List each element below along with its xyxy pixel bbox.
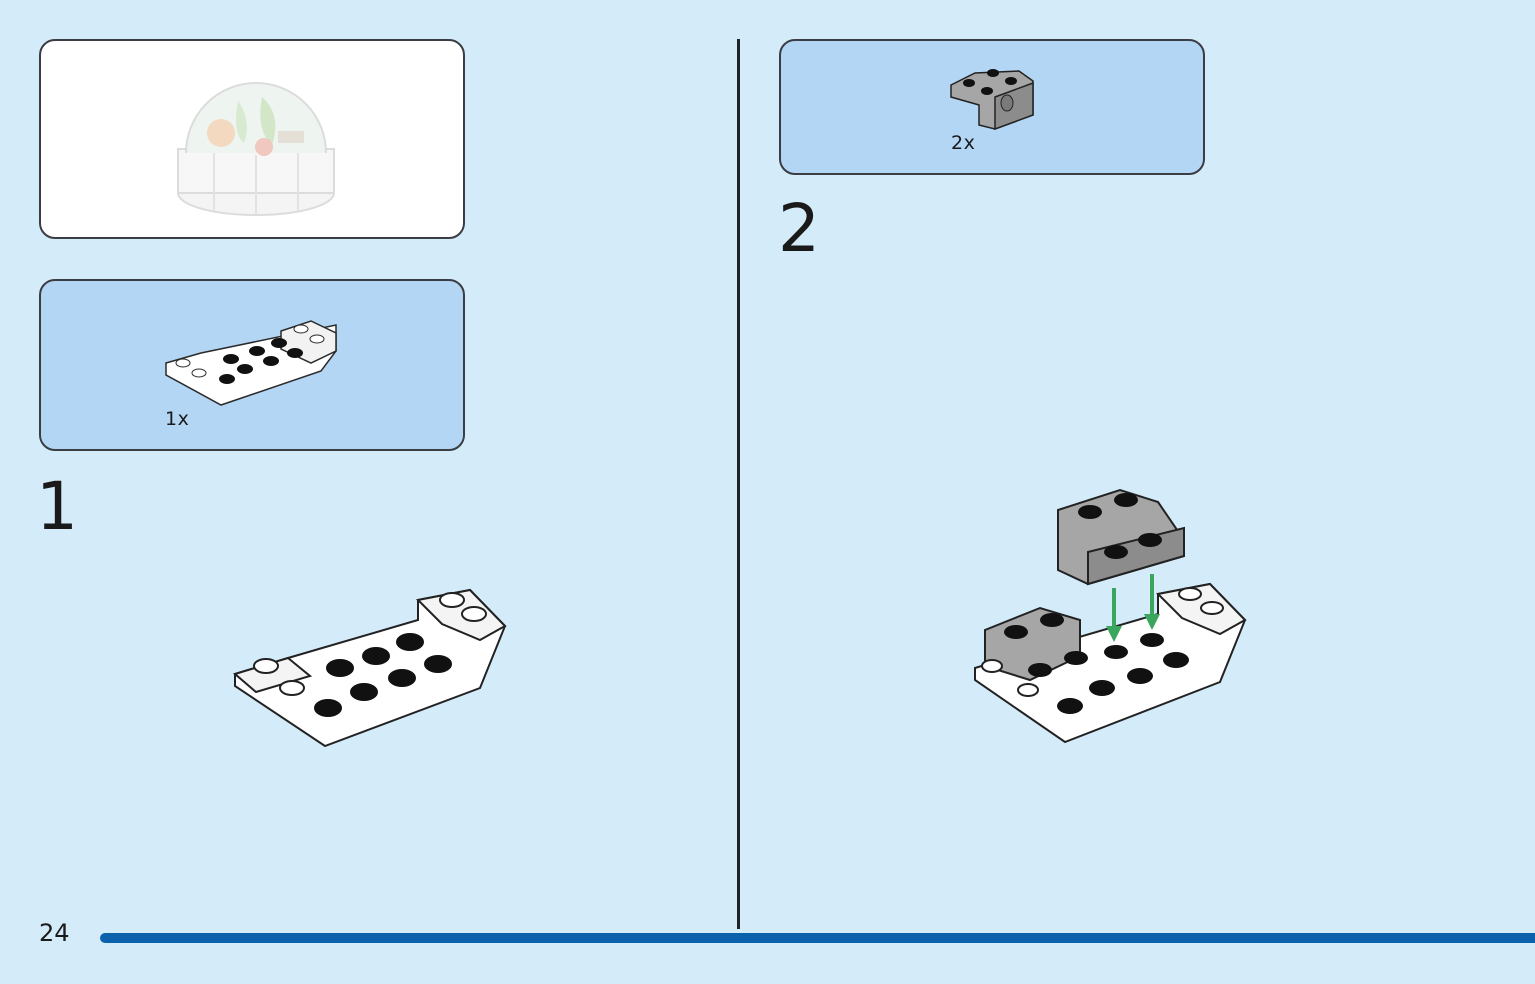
parts-callout-step-1: 1x <box>39 279 465 451</box>
placement-arrow <box>1106 574 1160 642</box>
step-number: 2 <box>778 190 820 267</box>
step-1-assembly-image <box>232 588 507 748</box>
part-quantity: 1x <box>165 408 190 430</box>
page-divider <box>737 39 740 929</box>
white-slope-plate-part-icon <box>165 320 337 406</box>
model-preview-panel <box>39 39 465 239</box>
part-quantity: 2x <box>951 132 976 154</box>
page-number: 24 <box>39 919 70 947</box>
gray-bracket-brick-part-icon <box>950 69 1034 131</box>
step-number: 1 <box>36 468 78 545</box>
step-2-assembly-image <box>974 488 1247 744</box>
footer-bar <box>100 933 1535 943</box>
parts-callout-step-2: 2x <box>779 39 1205 175</box>
snow-globe-preview-image <box>177 82 335 216</box>
